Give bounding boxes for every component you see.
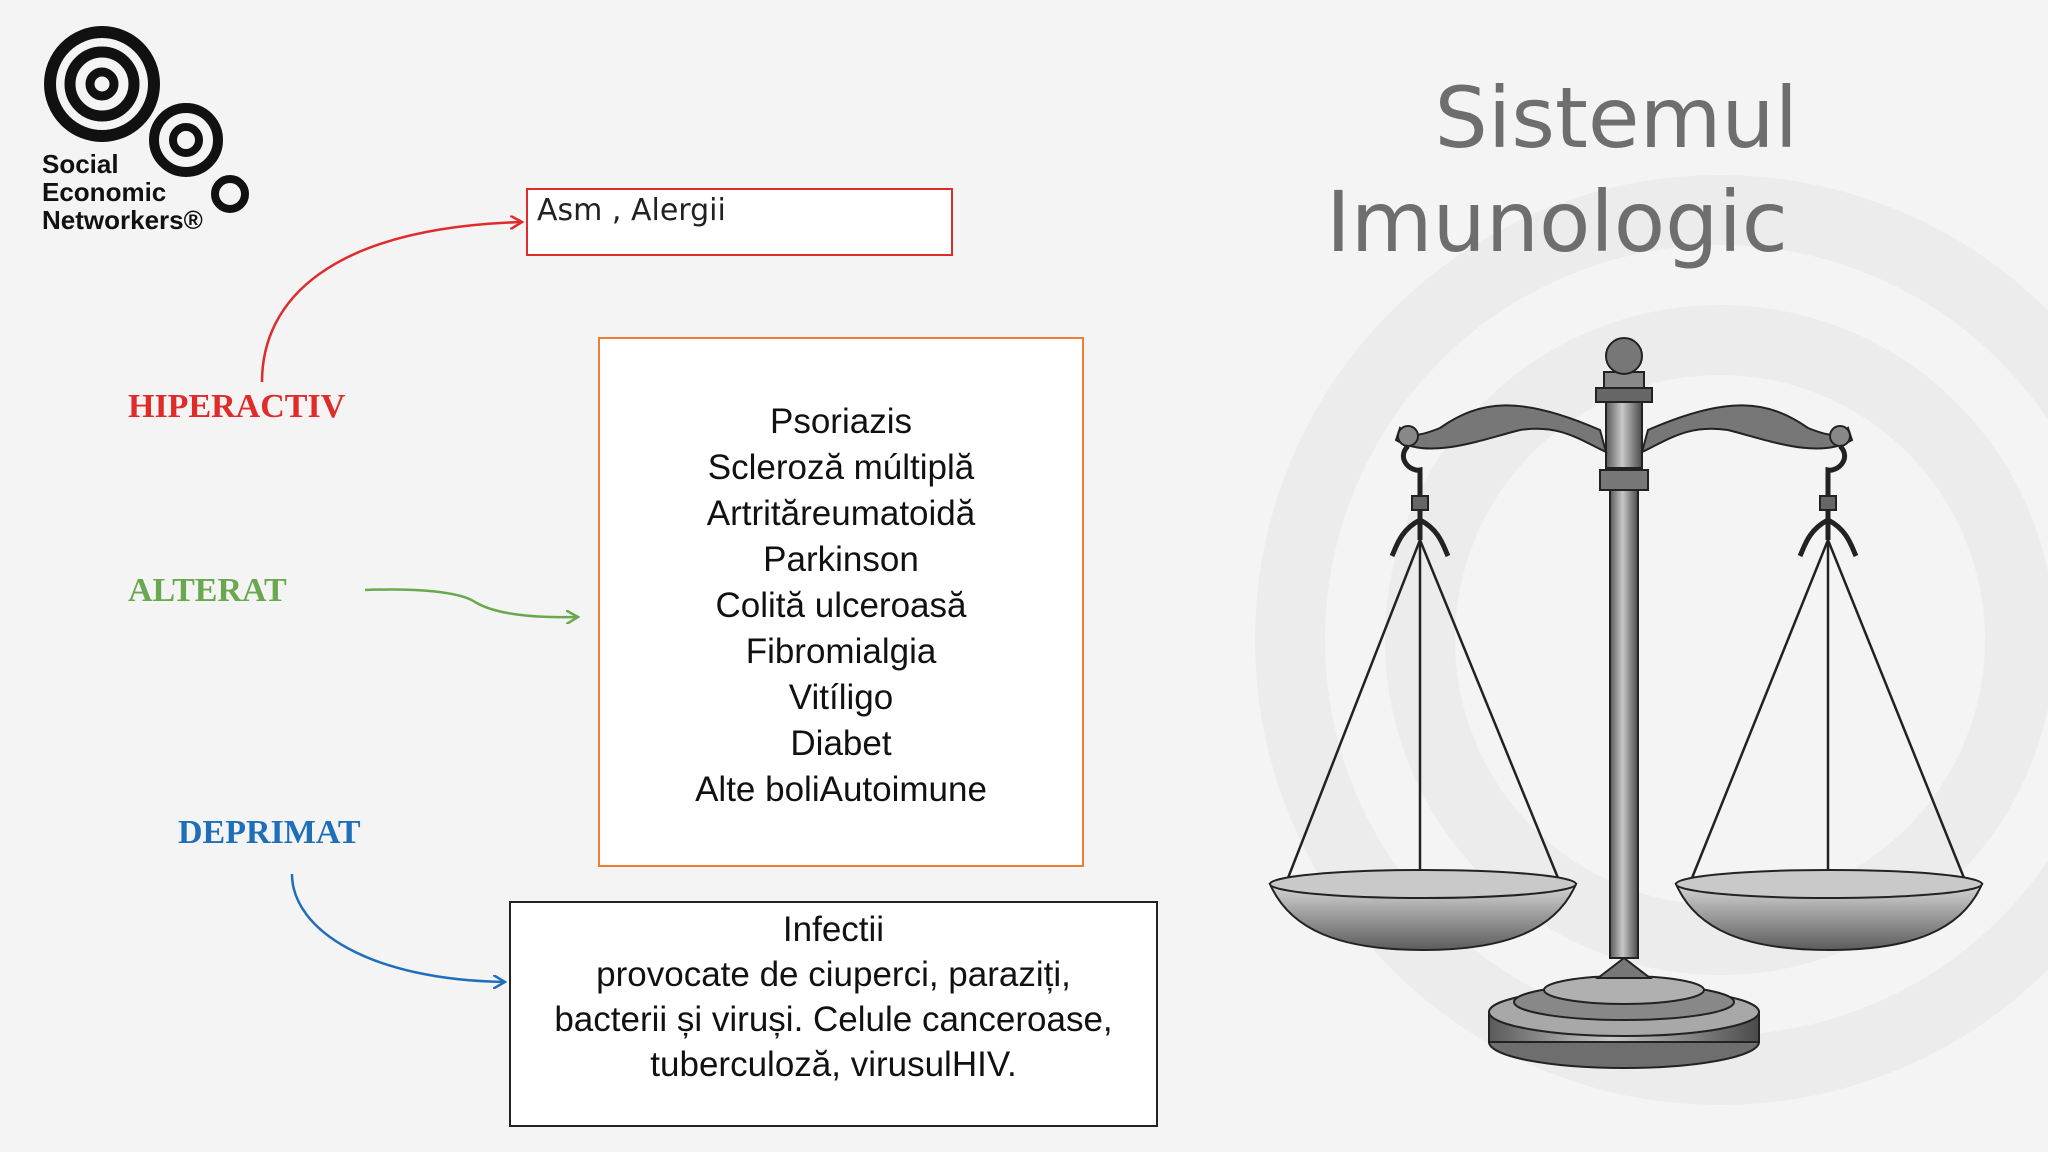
logo-line-1: Social	[42, 149, 119, 179]
list-item: Vitíligo	[788, 678, 894, 717]
label-depressed: DEPRIMAT	[178, 814, 361, 851]
arrow-hyperactive	[260, 222, 522, 383]
label-hyperactive: HIPERACTIV	[128, 388, 346, 425]
list-item: Fibromialgia	[745, 632, 937, 671]
title-line-1: Sistemul	[1434, 69, 1798, 167]
list-item: Alte boliAutoimune	[695, 770, 987, 809]
logo-wordmark: Social Economic Networkers®	[42, 150, 203, 234]
list-item: Psoriazis	[770, 402, 912, 441]
list-item: Scleroză múltiplă	[707, 448, 975, 487]
box-depressed-line: tuberculoză, virusulHIV.	[650, 1045, 1017, 1084]
box-depressed-line: bacterii și viruși. Celule canceroase,	[554, 1000, 1113, 1039]
list-item: Artrităreumatoidă	[706, 494, 976, 533]
label-altered: ALTERAT	[128, 572, 287, 609]
list-item: Colită ulceroasă	[715, 586, 967, 625]
box-depressed-line: provocate de ciuperci, paraziți,	[596, 955, 1071, 994]
arrow-altered	[364, 588, 578, 618]
box-altered: Psoriazis Scleroză múltiplă Artrităreuma…	[598, 337, 1084, 867]
arrow-depressed	[290, 873, 505, 982]
logo-line-3: Networkers®	[42, 205, 203, 235]
title-line-2: Imunologic	[1325, 173, 1788, 271]
box-depressed-line: Infectii	[782, 910, 885, 949]
box-depressed: Infectii provocate de ciuperci, paraziți…	[509, 901, 1158, 1127]
box-hyperactive: Asm , Alergii	[526, 188, 953, 256]
logo-icon	[44, 26, 249, 213]
slide-title: Sistemul Imunologic	[1326, 66, 1798, 274]
list-item: Parkinson	[763, 540, 919, 579]
list-item: Diabet	[790, 724, 892, 763]
box-hyperactive-text: Asm , Alergii	[537, 193, 726, 228]
logo-line-2: Economic	[42, 177, 167, 207]
